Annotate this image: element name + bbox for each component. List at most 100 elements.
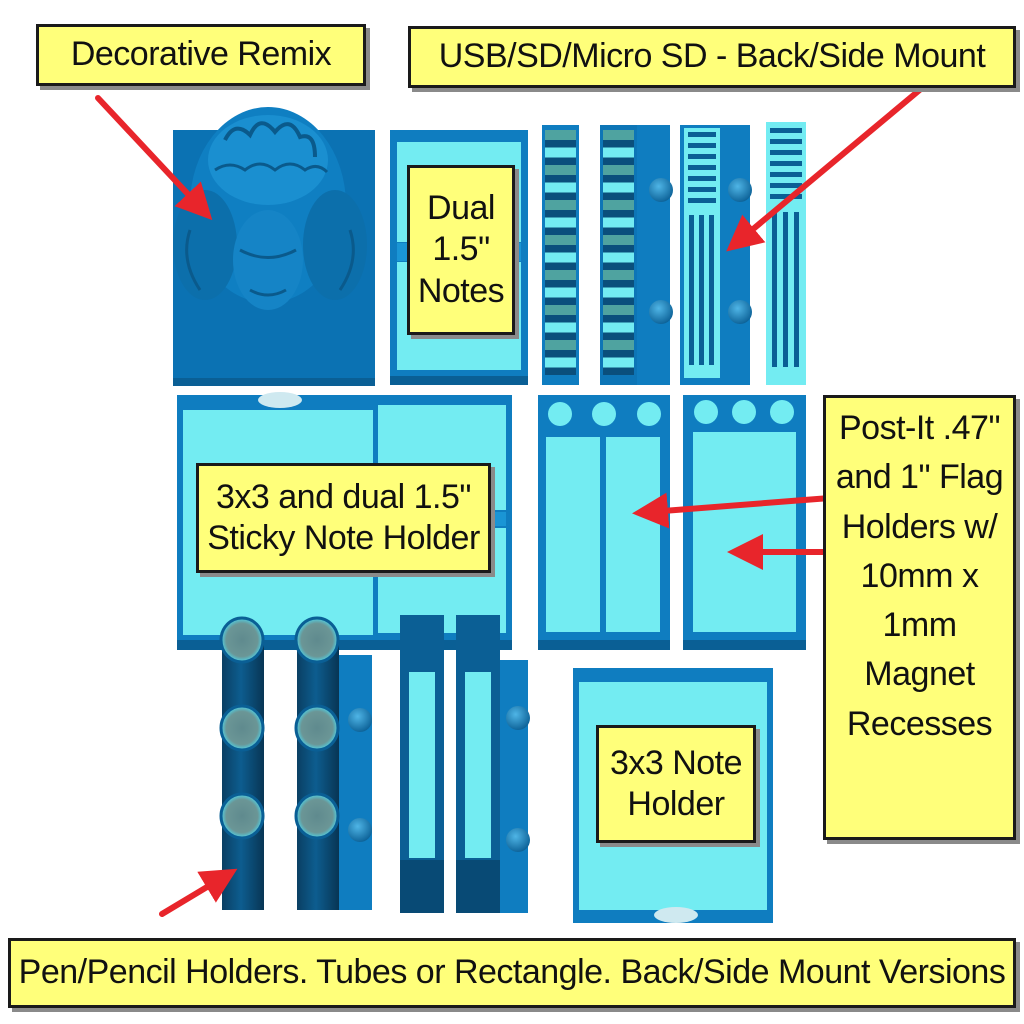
slot-divider bbox=[603, 367, 634, 375]
card-slot bbox=[545, 130, 576, 140]
label-decorative-remix-text: Decorative Remix bbox=[70, 35, 332, 74]
slot-divider bbox=[545, 157, 576, 165]
card-slot bbox=[603, 252, 634, 263]
slot-divider bbox=[545, 332, 576, 340]
slot-divider bbox=[603, 192, 634, 200]
arrow-usb bbox=[726, 85, 925, 252]
card-slot bbox=[603, 357, 634, 368]
slot-divider bbox=[603, 210, 634, 218]
card-slot bbox=[545, 322, 576, 333]
micro-slot bbox=[699, 215, 704, 365]
flag-holder-a bbox=[538, 395, 670, 650]
slot-divider bbox=[545, 367, 576, 375]
slot-divider bbox=[545, 227, 576, 235]
slot-divider bbox=[603, 157, 634, 165]
slot-divider bbox=[545, 350, 576, 358]
card-slot bbox=[603, 217, 634, 228]
usb-sd-holder-4 bbox=[766, 122, 806, 385]
card-slot bbox=[545, 217, 576, 228]
card-slot bbox=[603, 305, 634, 315]
usb-sd-holder-1 bbox=[542, 125, 579, 385]
usb-sd-holder-2 bbox=[600, 125, 673, 385]
label-dual-notes: Dual 1.5" Notes bbox=[407, 165, 515, 335]
micro-slot bbox=[772, 212, 777, 367]
slot-divider bbox=[545, 245, 576, 253]
arrow-flag-a bbox=[632, 492, 833, 529]
decorative-remix-part bbox=[173, 107, 375, 386]
slot-divider bbox=[603, 297, 634, 305]
card-slot bbox=[545, 305, 576, 315]
label-usb-sd-mount-text: USB/SD/Micro SD - Back/Side Mount bbox=[438, 37, 986, 76]
label-sticky-holder: 3x3 and dual 1.5" Sticky Note Holder bbox=[196, 463, 491, 573]
card-slot bbox=[545, 235, 576, 245]
card-slot bbox=[545, 165, 576, 175]
micro-slot bbox=[689, 215, 694, 365]
slot-divider bbox=[545, 280, 576, 288]
slot-divider bbox=[545, 210, 576, 218]
slot-divider bbox=[603, 280, 634, 288]
pen-tube-holder-back bbox=[219, 616, 265, 910]
flag-holder-b bbox=[683, 395, 806, 650]
card-slot bbox=[603, 130, 634, 140]
card-slot bbox=[545, 182, 576, 193]
label-post-it-flags-text: Post-It .47" and 1" Flag Holders w/ 10mm… bbox=[835, 409, 1004, 743]
label-note-holder-3x3: 3x3 Note Holder bbox=[596, 725, 756, 843]
label-decorative-remix: Decorative Remix bbox=[36, 24, 366, 86]
micro-slot bbox=[688, 187, 716, 192]
card-slot bbox=[545, 147, 576, 158]
arrow-pen bbox=[159, 868, 238, 917]
micro-slot bbox=[770, 172, 802, 177]
slot-divider bbox=[545, 315, 576, 323]
micro-slot bbox=[688, 165, 716, 170]
slot-divider bbox=[545, 297, 576, 305]
micro-slot bbox=[794, 212, 799, 367]
pen-rect-holder-side bbox=[456, 615, 530, 913]
card-slot bbox=[603, 200, 634, 210]
slot-divider bbox=[603, 332, 634, 340]
micro-slot bbox=[770, 183, 802, 188]
micro-slot bbox=[688, 154, 716, 159]
micro-slot bbox=[770, 161, 802, 166]
slot-divider bbox=[545, 262, 576, 270]
card-slot bbox=[603, 340, 634, 350]
label-post-it-flags: Post-It .47" and 1" Flag Holders w/ 10mm… bbox=[823, 395, 1016, 840]
card-slot bbox=[545, 270, 576, 280]
micro-slot bbox=[688, 198, 716, 203]
card-slot bbox=[603, 235, 634, 245]
card-slot bbox=[545, 357, 576, 368]
label-dual-notes-text: Dual 1.5" Notes bbox=[417, 188, 505, 310]
card-slot bbox=[603, 287, 634, 298]
arrow-decorative bbox=[95, 95, 213, 221]
card-slot bbox=[545, 200, 576, 210]
slot-divider bbox=[603, 315, 634, 323]
label-pen-pencil: Pen/Pencil Holders. Tubes or Rectangle. … bbox=[8, 938, 1016, 1008]
slot-divider bbox=[603, 140, 634, 148]
pen-tube-holder-side bbox=[294, 616, 372, 910]
label-usb-sd-mount: USB/SD/Micro SD - Back/Side Mount bbox=[408, 26, 1016, 88]
micro-slot bbox=[688, 176, 716, 181]
micro-slot bbox=[770, 128, 802, 133]
card-slot bbox=[603, 322, 634, 333]
card-slot bbox=[545, 287, 576, 298]
micro-slot bbox=[770, 150, 802, 155]
slot-divider bbox=[545, 192, 576, 200]
micro-slot bbox=[770, 139, 802, 144]
label-sticky-holder-text: 3x3 and dual 1.5" Sticky Note Holder bbox=[207, 477, 480, 557]
slot-divider bbox=[603, 350, 634, 358]
slot-divider bbox=[545, 175, 576, 183]
micro-slot bbox=[709, 215, 714, 365]
slot-divider bbox=[545, 140, 576, 148]
slot-divider bbox=[603, 245, 634, 253]
slot-divider bbox=[603, 262, 634, 270]
pen-rect-holder-back bbox=[400, 615, 444, 913]
card-slot bbox=[603, 165, 634, 175]
micro-slot bbox=[688, 132, 716, 137]
card-slot bbox=[603, 182, 634, 193]
slot-divider bbox=[603, 175, 634, 183]
label-pen-pencil-text: Pen/Pencil Holders. Tubes or Rectangle. … bbox=[18, 953, 1006, 992]
micro-slot bbox=[770, 194, 802, 199]
card-slot bbox=[603, 147, 634, 158]
slot-divider bbox=[603, 227, 634, 235]
card-slot bbox=[603, 270, 634, 280]
